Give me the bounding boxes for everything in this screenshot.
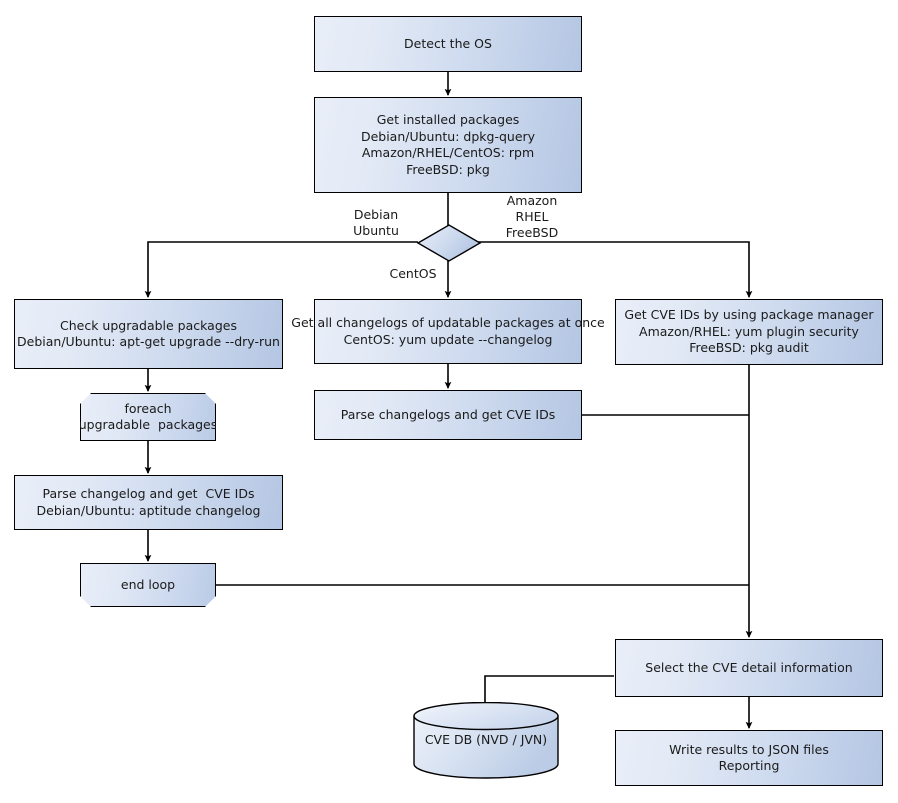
node-get-all-changelogs-label: Get all changelogs of updatable packages… bbox=[291, 315, 605, 347]
edge-label-debian-ubuntu: Debian Ubuntu bbox=[353, 207, 399, 238]
node-check-upgradable-packages[interactable]: Check upgradable packages Debian/Ubuntu:… bbox=[14, 299, 283, 369]
node-select-cve-detail[interactable]: Select the CVE detail information bbox=[615, 639, 883, 697]
node-get-cve-ids-package-manager[interactable]: Get CVE IDs by using package manager Ama… bbox=[615, 299, 883, 365]
node-parse-changelogs-centos-label: Parse changelogs and get CVE IDs bbox=[340, 406, 556, 422]
node-detect-os-label: Detect the OS bbox=[404, 35, 492, 51]
node-get-installed-packages-label: Get installed packages Debian/Ubuntu: dp… bbox=[360, 112, 536, 177]
node-parse-changelogs-centos[interactable]: Parse changelogs and get CVE IDs bbox=[314, 390, 582, 440]
node-parse-changelog-debian-label: Parse changelog and get CVE IDs Debian/U… bbox=[36, 486, 261, 518]
node-foreach-loop-start[interactable]: foreach upgradable packages bbox=[80, 393, 216, 441]
node-get-all-changelogs[interactable]: Get all changelogs of updatable packages… bbox=[291, 299, 605, 364]
node-detect-os[interactable]: Detect the OS bbox=[314, 16, 582, 72]
node-os-decision[interactable] bbox=[414, 222, 484, 264]
edge-decision-amazon bbox=[478, 241, 753, 299]
node-parse-changelog-debian[interactable]: Parse changelog and get CVE IDs Debian/U… bbox=[14, 475, 283, 530]
node-end-loop[interactable]: end loop bbox=[80, 563, 216, 607]
edge-label-centos: CentOS bbox=[389, 266, 437, 281]
node-end-loop-label: end loop bbox=[120, 576, 176, 592]
node-select-cve-detail-label: Select the CVE detail information bbox=[645, 659, 853, 675]
node-check-upgradable-packages-label: Check upgradable packages Debian/Ubuntu:… bbox=[17, 317, 280, 350]
node-write-results[interactable]: Write results to JSON files Reporting bbox=[615, 730, 883, 786]
node-write-results-label: Write results to JSON files Reporting bbox=[669, 741, 829, 774]
edge-label-amazon-rhel-freebsd: Amazon RHEL FreeBSD bbox=[505, 193, 559, 240]
node-cve-db-label: CVE DB (NVD / JVN) bbox=[425, 732, 547, 747]
node-cve-db[interactable]: CVE DB (NVD / JVN) bbox=[410, 702, 562, 784]
node-get-installed-packages[interactable]: Get installed packages Debian/Ubuntu: dp… bbox=[314, 97, 582, 193]
node-get-cve-ids-package-manager-label: Get CVE IDs by using package manager Ama… bbox=[624, 307, 874, 356]
node-foreach-loop-start-label: foreach upgradable packages bbox=[78, 400, 218, 432]
